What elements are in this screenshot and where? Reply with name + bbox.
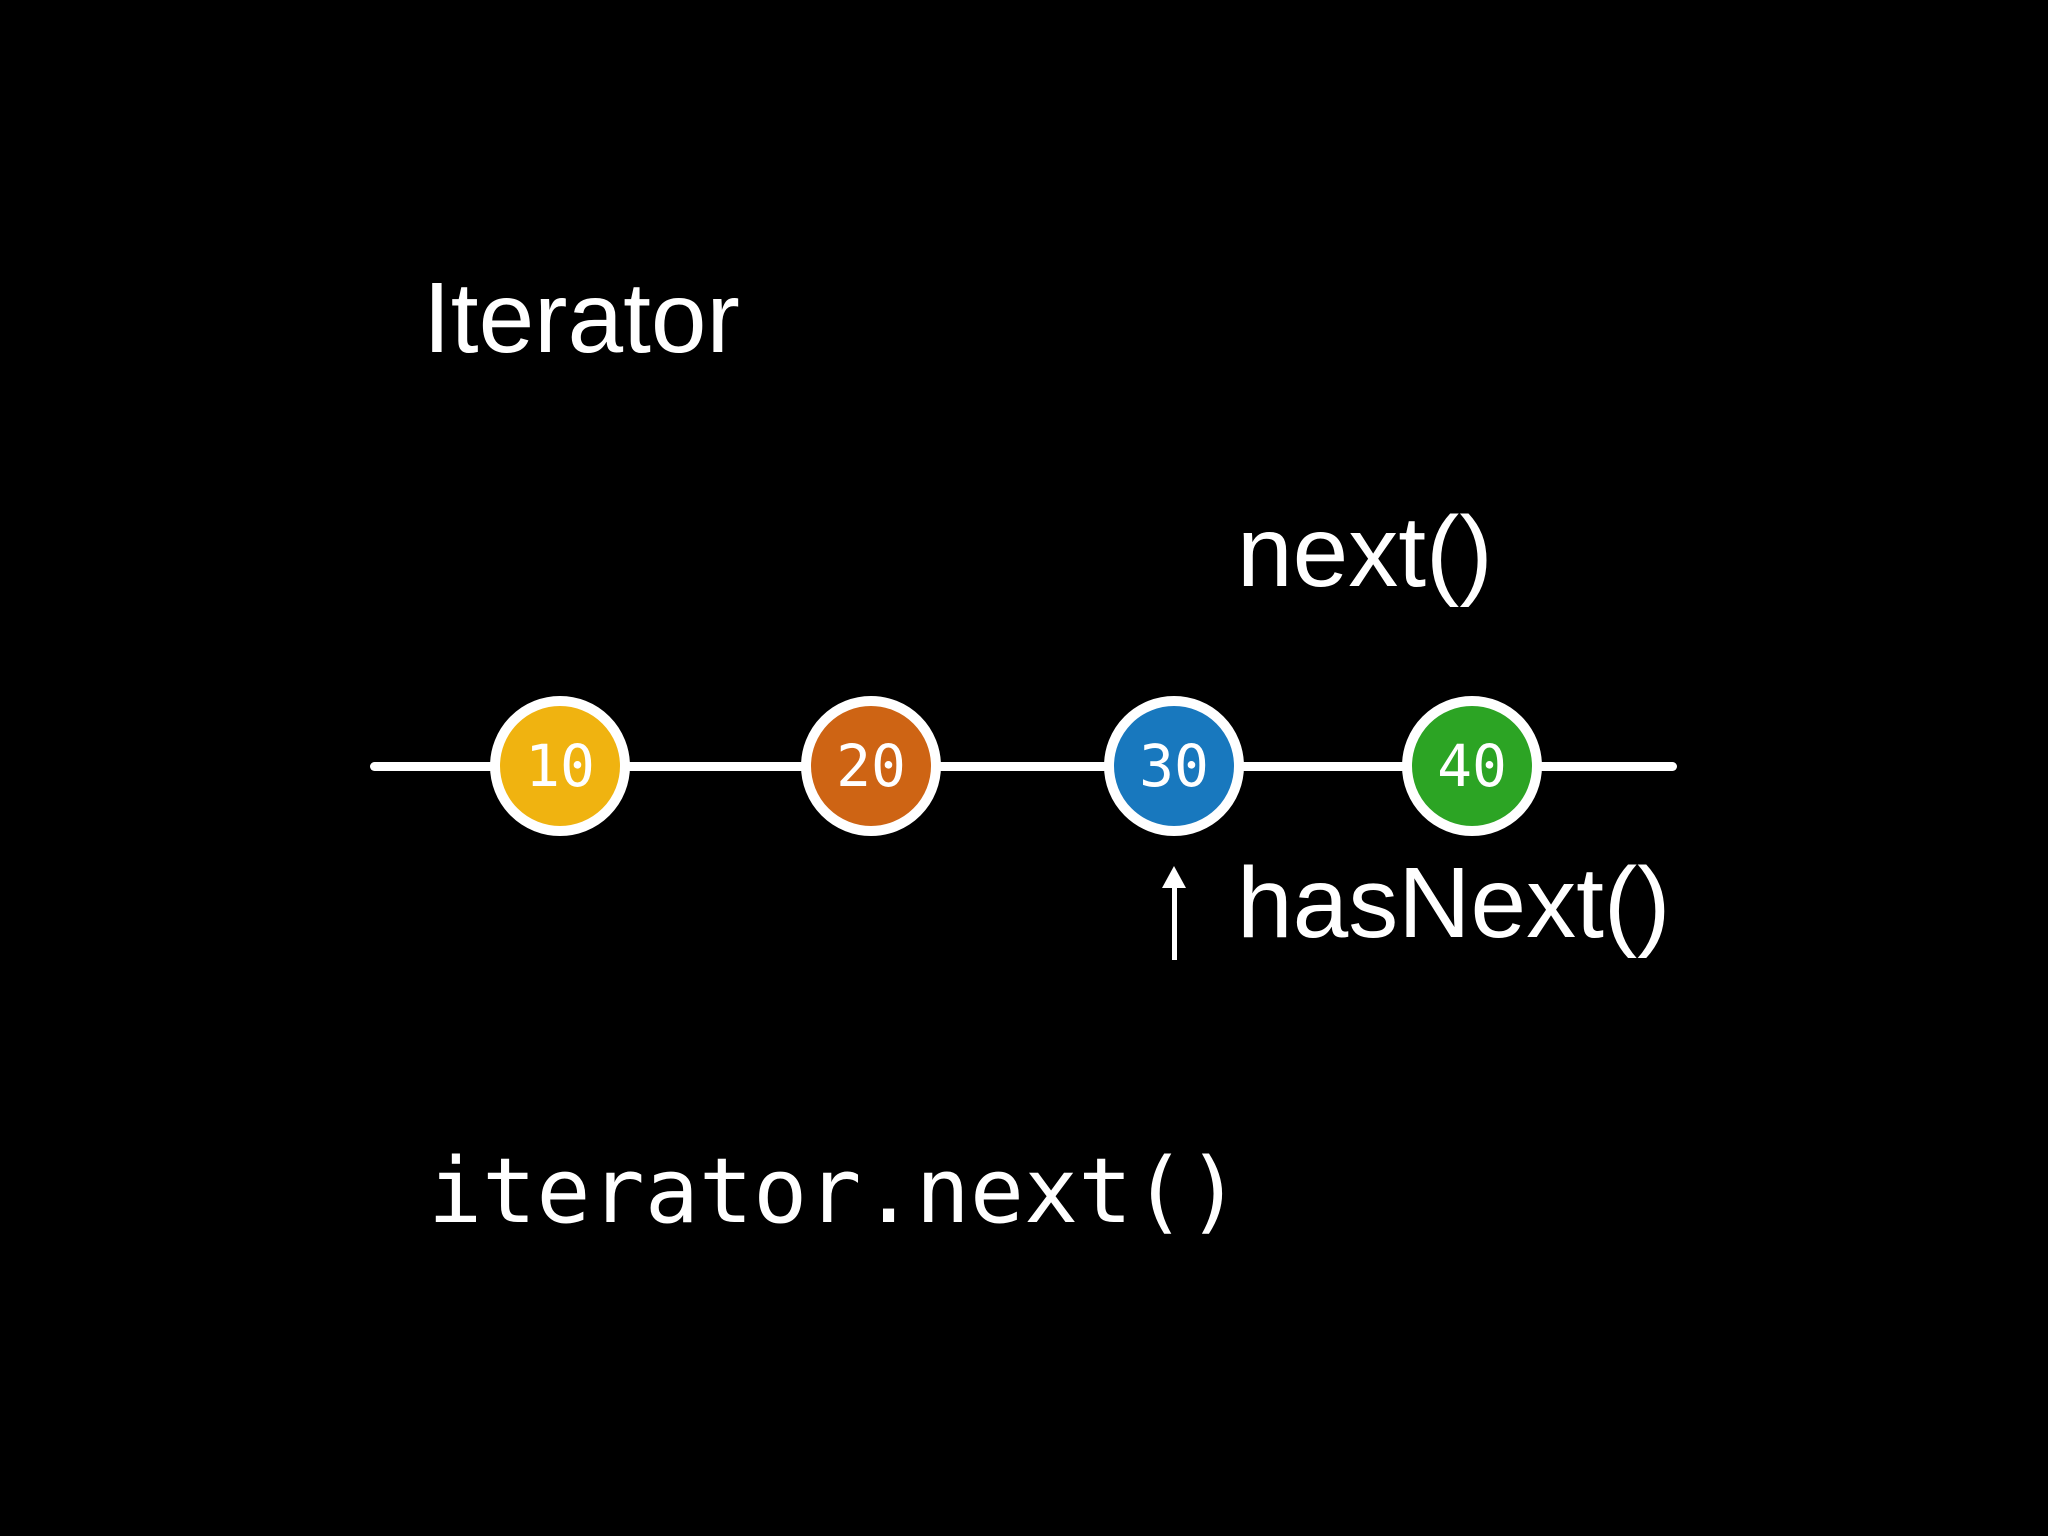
arrow-head [1162, 866, 1186, 888]
timeline-node-20: 20 [801, 696, 941, 836]
current-position-arrow-icon [1150, 866, 1198, 960]
timeline-node-10: 10 [490, 696, 630, 836]
method-next-label: next() [1237, 496, 1493, 608]
code-text: iterator.next() [428, 1139, 1241, 1244]
node-value: 10 [525, 732, 595, 800]
node-value: 20 [836, 732, 906, 800]
method-hasnext-label: hasNext() [1237, 847, 1671, 959]
timeline-node-40: 40 [1402, 696, 1542, 836]
method-list: next() hasNext() [1237, 260, 1670, 1196]
node-value: 30 [1139, 732, 1209, 800]
timeline-node-30: 30 [1104, 696, 1244, 836]
timeline-track [370, 762, 1677, 771]
page-title: Iterator [423, 262, 740, 374]
node-value: 40 [1437, 732, 1507, 800]
arrow-shaft [1171, 887, 1177, 960]
